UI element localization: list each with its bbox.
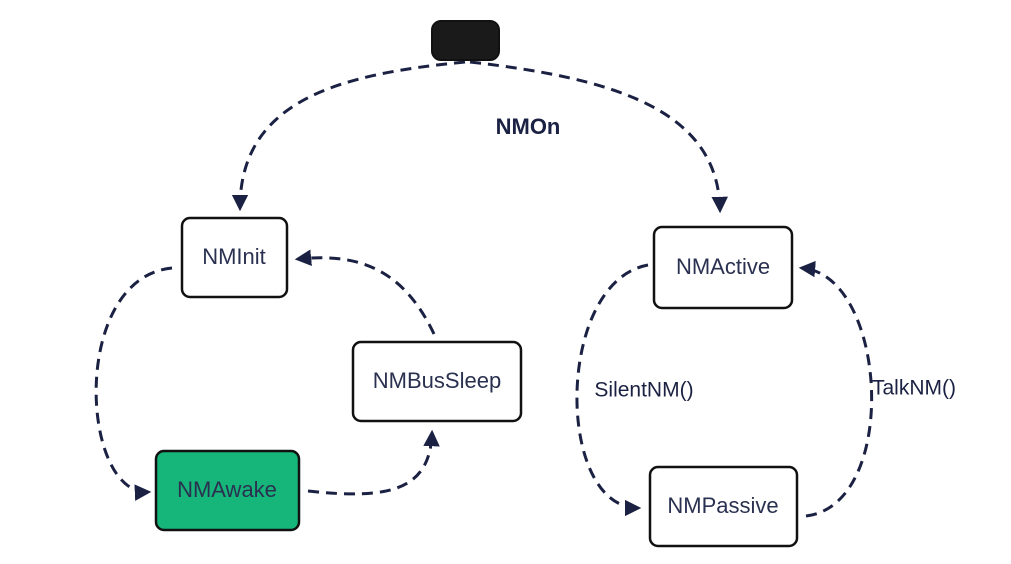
node-nmbussleep-label: NMBusSleep xyxy=(373,368,501,393)
node-nmactive: NMActive xyxy=(652,225,794,310)
node-nmawake-box xyxy=(154,449,301,532)
node-nmbussleep-box xyxy=(351,340,523,423)
edge-start-to-active xyxy=(469,60,728,214)
edges xyxy=(94,60,874,518)
edge-awake-to-bussleep xyxy=(307,429,440,496)
node-nmactive-box xyxy=(652,225,794,310)
node-nmawake: NMAwake xyxy=(154,449,301,532)
edge-active-to-passive xyxy=(575,263,649,517)
node-nmpassive-label: NMPassive xyxy=(667,493,778,518)
edge-label-silentnm: SilentNM() xyxy=(594,379,693,402)
edge-passive-to-active xyxy=(798,260,874,518)
node-nmpassive-box xyxy=(648,465,799,548)
edge-label-nmon: NMOn xyxy=(496,114,561,139)
edge-init-to-awake xyxy=(94,266,173,501)
node-nminit-label: NMInit xyxy=(202,244,266,269)
edge-bussleep-to-init xyxy=(294,249,436,335)
node-nmactive-label: NMActive xyxy=(676,254,770,279)
node-nminit-box xyxy=(180,216,289,299)
node-nmawake-label: NMAwake xyxy=(177,477,277,502)
node-nmpassive: NMPassive xyxy=(648,465,799,548)
node-nmbussleep: NMBusSleep xyxy=(351,340,523,423)
edge-start-to-init xyxy=(231,60,466,212)
node-nminit: NMInit xyxy=(180,216,289,299)
start-node xyxy=(431,20,500,61)
edge-label-talknm: TalkNM() xyxy=(872,377,956,400)
